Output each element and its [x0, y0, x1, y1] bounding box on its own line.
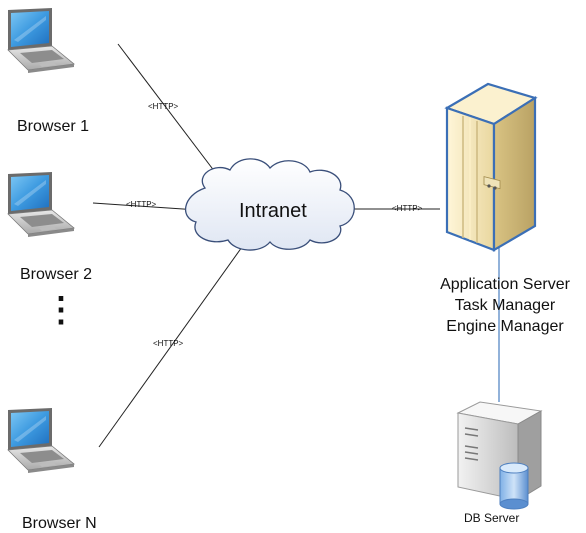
http-tag-browser2: <HTTP> — [126, 200, 157, 209]
app-server-line-2: Task Manager — [454, 297, 556, 314]
ellipsis-marker: ⋮ — [44, 291, 78, 329]
link-browser1 — [117, 43, 219, 177]
laptop-icon-browserN — [7, 407, 75, 474]
browser-label-n: Browser N — [22, 515, 97, 532]
app-server-line-1: Application Server — [440, 276, 570, 293]
app-server-line-3: Engine Manager — [446, 318, 564, 335]
browser-label-1: Browser 1 — [17, 118, 90, 135]
link-browser2 — [92, 202, 199, 211]
http-tag-browserN: <HTTP> — [153, 339, 184, 348]
laptop-icon-browser1 — [7, 7, 75, 74]
laptop-icon-browser2 — [7, 171, 75, 238]
network-label: Intranet — [239, 200, 307, 222]
http-tag-browser1: <HTTP> — [148, 102, 179, 111]
db-server-label: DB Server — [464, 511, 520, 525]
application-server-icon — [444, 82, 538, 252]
http-tag-appserver: <HTTP> — [392, 204, 423, 213]
db-server-icon — [456, 401, 543, 510]
browser-label-2: Browser 2 — [20, 266, 93, 283]
app-server-label: Application Server Task Manager Engine M… — [428, 274, 582, 337]
cloud-icon — [185, 158, 355, 251]
link-browserN — [98, 239, 248, 448]
